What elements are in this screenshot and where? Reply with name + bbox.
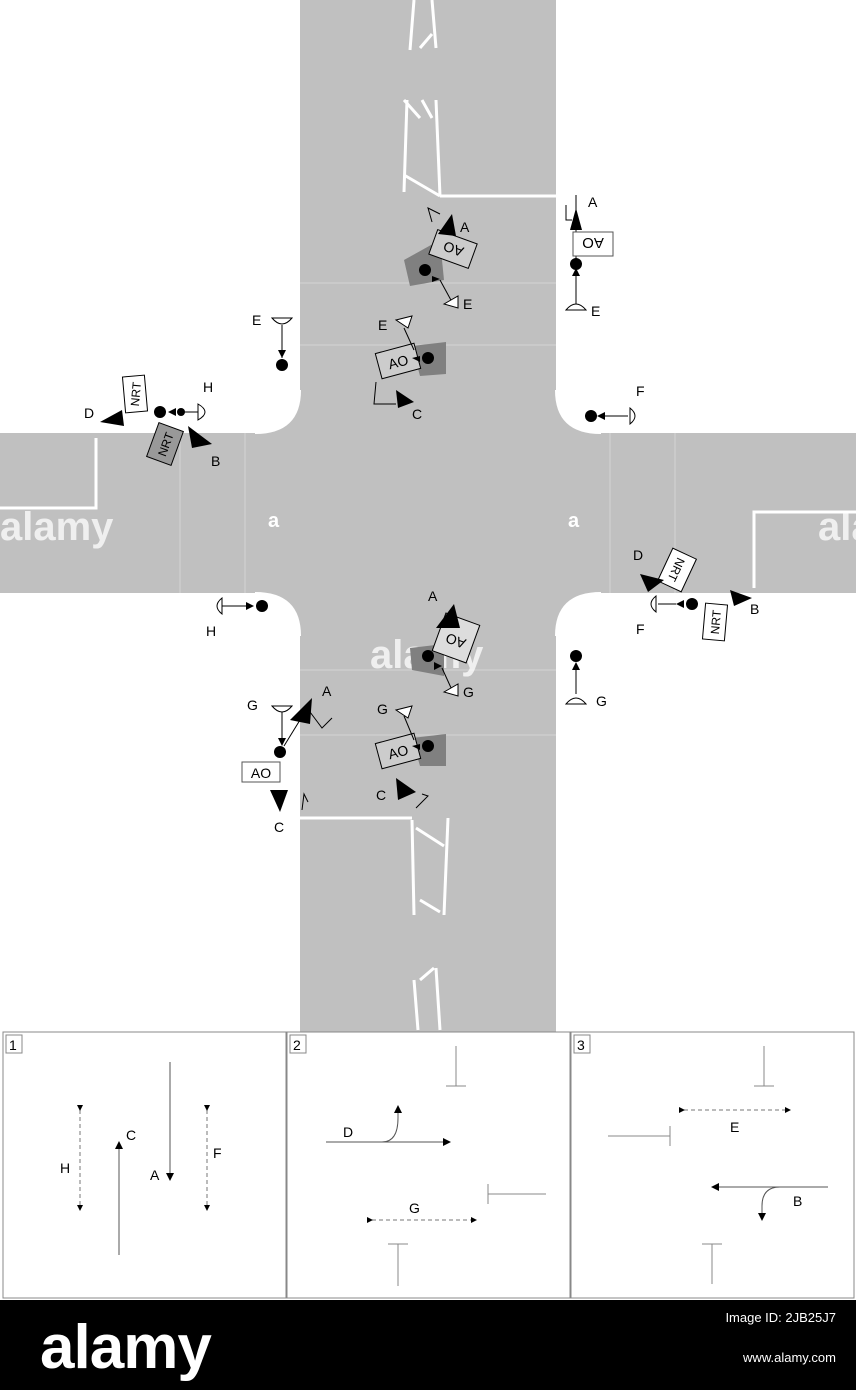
svg-text:AO: AO — [251, 765, 271, 781]
svg-text:E: E — [591, 303, 600, 319]
svg-text:D: D — [343, 1124, 353, 1140]
svg-text:a: a — [268, 510, 280, 532]
phase-panel-1: 1 H C A F — [5, 1034, 222, 1255]
svg-text:AO: AO — [582, 234, 604, 251]
arrow-icon — [290, 698, 312, 724]
signal-head-icon — [419, 264, 431, 276]
svg-text:A: A — [588, 194, 598, 210]
site-url: www.alamy.com — [743, 1350, 836, 1365]
signal-head-icon — [422, 352, 434, 364]
arrow-icon — [570, 208, 582, 230]
arrow-icon — [100, 410, 124, 426]
svg-text:a: a — [568, 510, 580, 532]
svg-text:B: B — [750, 601, 759, 617]
svg-text:D: D — [633, 547, 643, 563]
svg-text:G: G — [377, 701, 388, 717]
arrow-icon — [396, 778, 416, 800]
svg-text:H: H — [203, 379, 213, 395]
arrow-icon — [436, 604, 460, 628]
image-id: Image ID: 2JB25J7 — [725, 1310, 836, 1325]
svg-text:F: F — [636, 621, 645, 637]
svg-text:B: B — [211, 453, 220, 469]
road-surface — [0, 0, 856, 1032]
svg-text:A: A — [150, 1167, 160, 1183]
svg-text:1: 1 — [9, 1037, 17, 1053]
signal-head-icon — [570, 258, 582, 270]
svg-text:alamy: alamy — [818, 505, 856, 549]
svg-text:A: A — [322, 683, 332, 699]
svg-text:alamy: alamy — [0, 505, 114, 549]
svg-text:E: E — [463, 296, 472, 312]
brand-logo: alamy — [40, 1313, 212, 1382]
svg-text:E: E — [252, 312, 261, 328]
svg-text:2: 2 — [293, 1037, 301, 1053]
phase-panel-2: 2 D G — [289, 1034, 546, 1286]
signal-f-right-top: F — [585, 383, 645, 426]
svg-text:A: A — [428, 588, 438, 604]
intersection-diagram: alamy alamy alamy a a AO A E AO A E AO — [0, 0, 856, 1299]
svg-text:G: G — [463, 684, 474, 700]
arrow-icon — [396, 390, 414, 408]
arrow-icon — [730, 590, 752, 606]
svg-text:C: C — [376, 787, 386, 803]
signal-bottom-left: AO G A C — [241, 683, 333, 835]
signal-e-left: E — [252, 312, 294, 371]
signal-h-left-bottom: H — [206, 596, 268, 639]
road-markings — [0, 0, 856, 1031]
svg-text:F: F — [213, 1145, 222, 1161]
svg-text:A: A — [460, 219, 470, 235]
svg-text:AO: AO — [443, 630, 468, 652]
svg-text:E: E — [378, 317, 387, 333]
svg-text:NRT: NRT — [128, 381, 144, 407]
svg-text:C: C — [274, 819, 284, 835]
svg-text:H: H — [60, 1160, 70, 1176]
signal-left-west: NRT NRT D H B — [84, 374, 220, 469]
svg-text:E: E — [730, 1119, 739, 1135]
svg-text:G: G — [247, 697, 258, 713]
phase-panel-3: 3 E B — [573, 1034, 828, 1284]
watermark-a: a a — [268, 510, 580, 532]
svg-text:AO: AO — [441, 238, 466, 260]
svg-text:NRT: NRT — [708, 609, 724, 635]
phase-panels: 1 H C A F 2 D G — [2, 1031, 855, 1299]
arrow-icon — [188, 426, 212, 448]
signal-top-right: AO A E — [564, 194, 614, 319]
arrow-icon — [438, 214, 456, 236]
svg-text:C: C — [126, 1127, 136, 1143]
svg-text:AO: AO — [386, 352, 410, 373]
arrow-icon — [640, 574, 664, 592]
signal-center-south: AO A G AO G C — [374, 588, 481, 809]
svg-text:3: 3 — [577, 1037, 585, 1053]
svg-text:C: C — [412, 406, 422, 422]
signal-g-right: G — [564, 650, 607, 709]
svg-text:H: H — [206, 623, 216, 639]
svg-text:G: G — [596, 693, 607, 709]
svg-text:B: B — [793, 1193, 802, 1209]
signal-center-north: AO A E AO E C — [373, 207, 478, 422]
signal-right-east: NRT NRT D F B — [633, 547, 759, 642]
watermark-footer: alamy Image ID: 2JB25J7 www.alamy.com — [0, 1300, 856, 1390]
svg-text:D: D — [84, 405, 94, 421]
svg-text:G: G — [409, 1200, 420, 1216]
svg-text:F: F — [636, 383, 645, 399]
svg-text:AO: AO — [386, 742, 410, 763]
arrow-icon — [270, 790, 288, 812]
